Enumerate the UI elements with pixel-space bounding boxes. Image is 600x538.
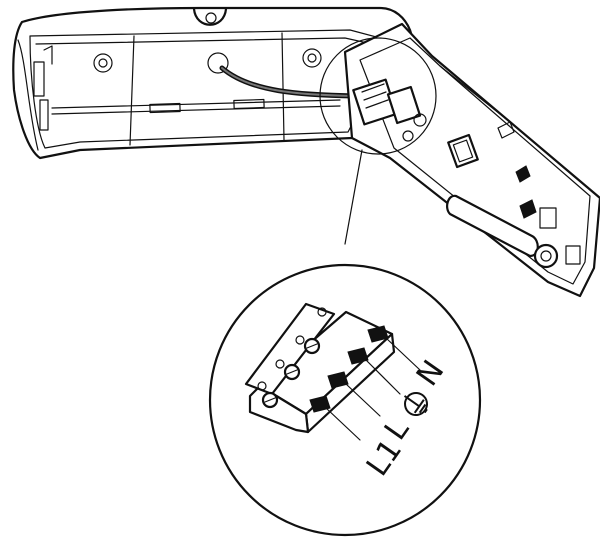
detail-marker-circle xyxy=(319,37,437,155)
protective-earth-icon xyxy=(403,392,428,416)
terminal-slot-l xyxy=(327,371,349,389)
screw-icon xyxy=(303,337,321,355)
terminal-detail-view: N L L1 xyxy=(208,263,482,537)
gear-tray xyxy=(343,22,600,298)
screw-hole-icon xyxy=(302,48,322,68)
screw-icon xyxy=(261,391,279,409)
terminal-slot-l1 xyxy=(309,395,331,413)
terminal-slot-n xyxy=(367,325,389,343)
terminal-block xyxy=(244,302,396,434)
cable-entry-hole-icon xyxy=(207,52,229,74)
terminal-slot-pe xyxy=(347,347,369,365)
detail-leader-line xyxy=(344,149,363,245)
luminaire-housing xyxy=(12,6,415,160)
screw-icon xyxy=(283,363,301,381)
cable-gland-icon xyxy=(533,243,559,269)
screw-hole-icon xyxy=(93,53,113,73)
